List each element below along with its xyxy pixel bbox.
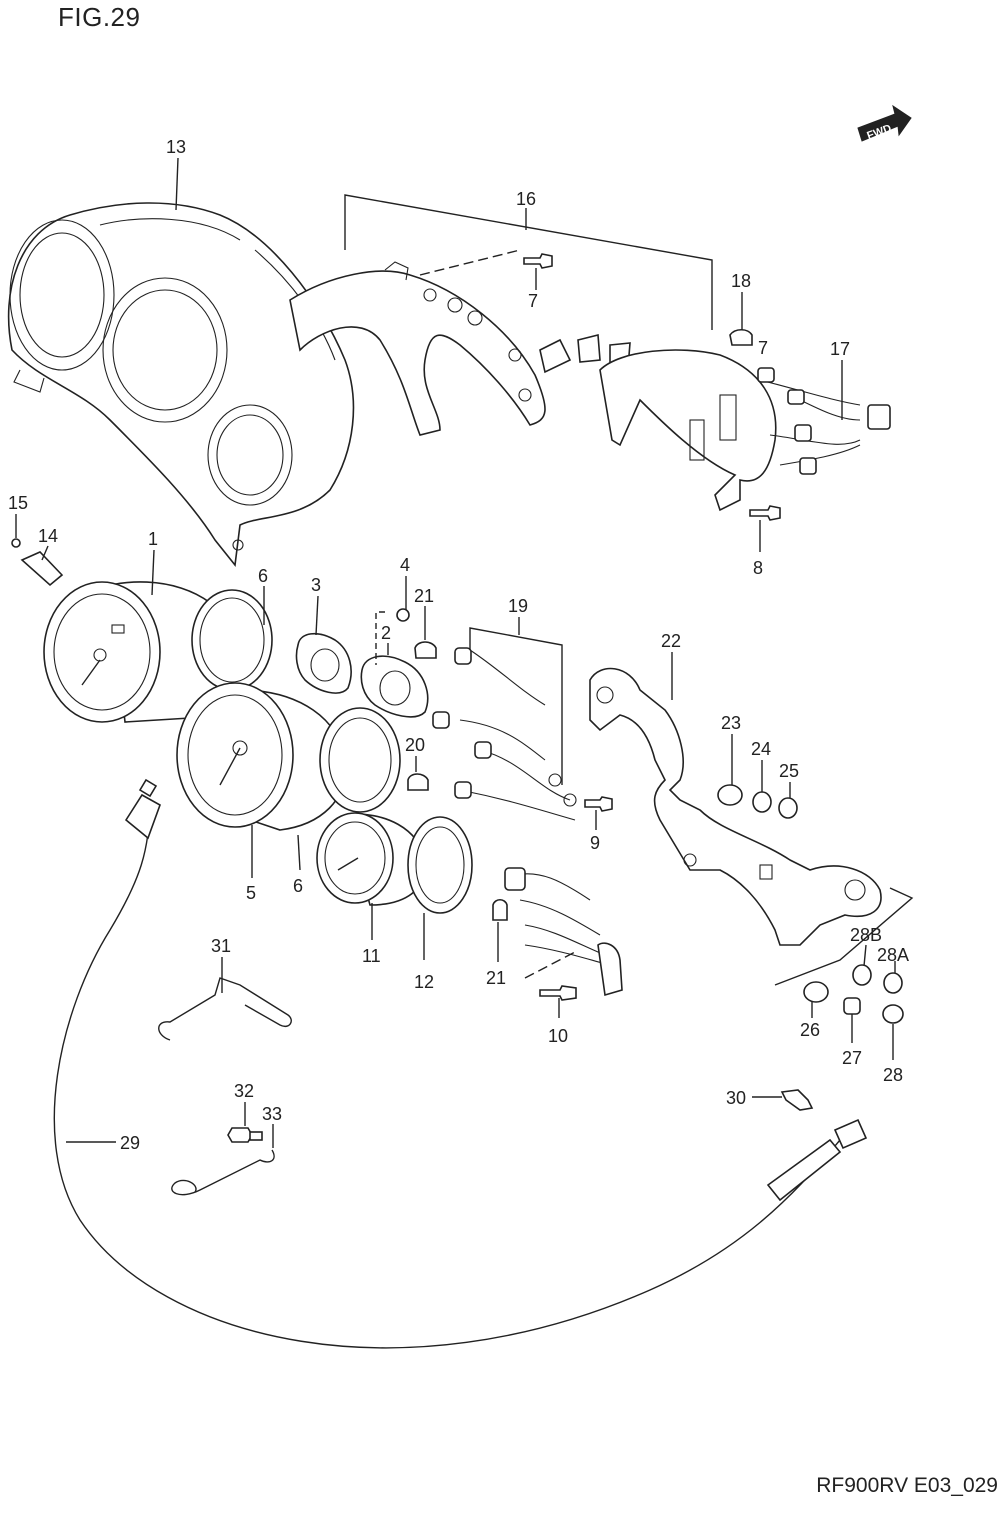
callout-31: 31	[211, 936, 231, 956]
wiring-harness-lower-part	[492, 867, 623, 1001]
callout-5: 5	[246, 883, 256, 903]
callout-11: 11	[362, 946, 381, 966]
wiring-harness-19-part	[432, 647, 577, 821]
callout-6b: 6	[293, 876, 303, 896]
collar-24-part	[752, 791, 772, 813]
callout-14: 14	[38, 526, 58, 546]
fwd-arrow-icon: FWD	[857, 104, 912, 142]
callout-13: 13	[166, 137, 186, 157]
callout-19: 19	[508, 596, 528, 616]
callout-8: 8	[753, 558, 763, 578]
callout-2: 2	[381, 623, 391, 643]
screw-4-part	[396, 608, 410, 622]
callout-30: 30	[726, 1088, 746, 1108]
callout-28B: 28B	[850, 925, 882, 945]
callout-15: 15	[8, 493, 28, 513]
diagram-code: RF900RV E03_029	[816, 1474, 998, 1497]
screw-7-part	[523, 253, 553, 269]
bolt-30-part	[780, 1089, 814, 1111]
callout-25: 25	[779, 761, 799, 781]
callout-17: 17	[830, 339, 850, 359]
callouts: 13 16 7 18 7 17 8 15 14 1 6 3 4	[8, 137, 914, 1153]
callout-9: 9	[590, 833, 600, 853]
callout-3: 3	[311, 575, 321, 595]
callout-21b: 21	[486, 968, 506, 988]
bolt-32-part	[227, 1127, 263, 1143]
meter-cover-part	[7, 202, 355, 567]
ring-6a-part	[191, 589, 273, 691]
callout-24: 24	[751, 739, 771, 759]
speedometer-cable-29-part	[53, 778, 868, 1349]
callout-4: 4	[400, 555, 410, 575]
plate-2-part	[360, 655, 429, 718]
collar-27-part	[843, 997, 861, 1015]
svg-text:7: 7	[758, 338, 768, 358]
callout-12: 12	[414, 972, 434, 992]
callout-20: 20	[405, 735, 425, 755]
washer-28-part	[882, 1004, 904, 1024]
callout-1: 1	[148, 529, 158, 549]
callout-21a: 21	[414, 586, 434, 606]
clamp-31-part	[158, 977, 292, 1041]
meter-5-part	[176, 682, 347, 831]
screw-9-part	[584, 796, 613, 812]
callout-28: 28	[883, 1065, 903, 1085]
screw-8-part	[749, 505, 781, 521]
callout-7: 7	[528, 291, 538, 311]
callout-29: 29	[120, 1133, 140, 1153]
lamp-holder-bracket-part	[539, 333, 891, 512]
gasket-3-part	[295, 632, 352, 694]
bulb-21a-part	[414, 641, 437, 659]
clamp-33-part	[171, 1149, 275, 1196]
meter-housing-part	[289, 261, 546, 436]
callout-22: 22	[661, 631, 681, 651]
callout-10: 10	[548, 1026, 568, 1046]
grommet-26-part	[803, 981, 829, 1003]
callout-23: 23	[721, 713, 741, 733]
callout-18: 18	[731, 271, 751, 291]
callout-32: 32	[234, 1081, 254, 1101]
meter-11-part	[316, 812, 426, 906]
lamp-socket-part	[11, 538, 64, 587]
callout-27: 27	[842, 1048, 862, 1068]
ring-12-part	[407, 816, 473, 914]
bulb-part	[729, 328, 753, 346]
nut-28A-part	[883, 972, 903, 994]
ring-6b-part	[319, 707, 401, 813]
callout-16: 16	[516, 189, 536, 209]
grommet-23-part	[717, 784, 743, 806]
collar-28B-part	[852, 964, 872, 986]
bracket-22-part	[589, 667, 882, 946]
callout-28A: 28A	[877, 945, 909, 965]
figure-title: FIG.29	[58, 2, 141, 32]
callout-26: 26	[800, 1020, 820, 1040]
bulb-20-part	[407, 773, 429, 791]
nut-25-part	[778, 797, 798, 819]
callout-6a: 6	[258, 566, 268, 586]
callout-33: 33	[262, 1104, 282, 1124]
